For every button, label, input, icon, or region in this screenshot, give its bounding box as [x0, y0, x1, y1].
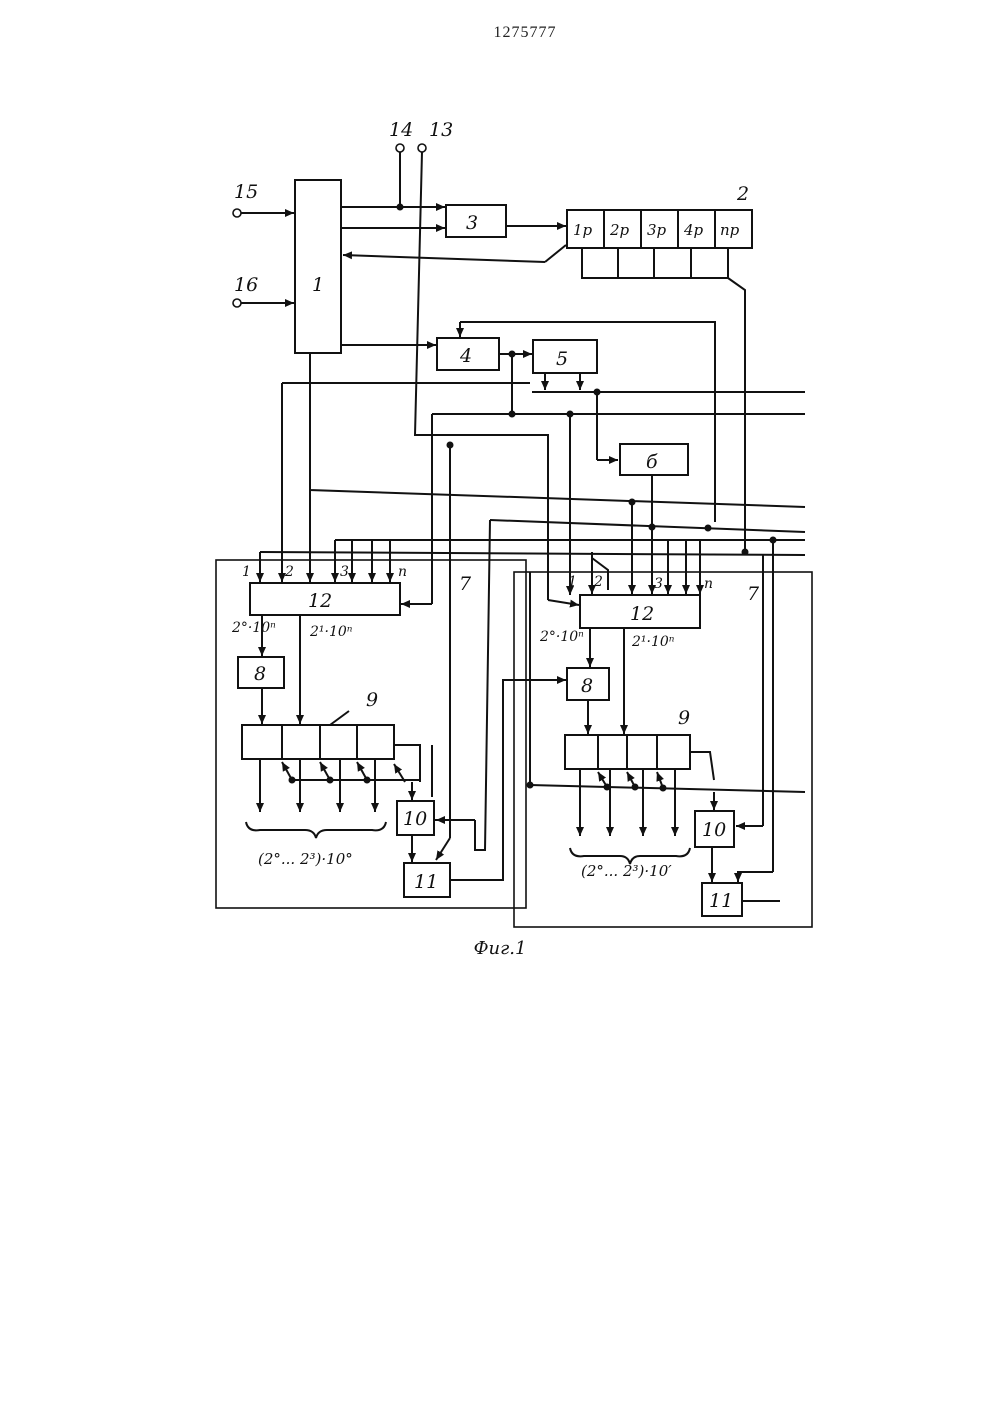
block-9-right-label: 9 — [678, 707, 690, 729]
block-12-right-input-3: 3 — [654, 576, 663, 592]
register-cell-2p: 2р — [609, 221, 630, 239]
terminal-14-label: 14 — [389, 119, 413, 141]
block-12-right-output-1: 2¹·10ⁿ — [631, 634, 675, 650]
block-9-left — [242, 725, 394, 759]
figure-caption: Фиг.1 — [460, 938, 540, 959]
block-11-right-label: 11 — [709, 890, 733, 912]
block-6-label: б — [646, 451, 658, 473]
bus-label-left: (2°... 2³)·10° — [258, 850, 353, 868]
register-cell-4p: 4р — [683, 221, 704, 239]
block-12-right-input-n: п — [704, 576, 713, 592]
terminal-15 — [233, 209, 241, 217]
unit-7-right-label: 7 — [747, 583, 760, 605]
block-12-left-input-3: 3 — [340, 564, 349, 580]
block-12-left-input-2: 2 — [284, 564, 294, 580]
bus-label-right: (2°... 2³)·10′ — [581, 862, 672, 880]
block-4-label: 4 — [459, 345, 472, 367]
terminal-14 — [396, 144, 404, 152]
register-cell-3p: 3р — [647, 221, 667, 239]
block-10-left-label: 10 — [403, 808, 427, 830]
terminal-15-label: 15 — [234, 181, 258, 203]
block-9-left-label: 9 — [366, 689, 378, 711]
block-12-right-output-0: 2°·10ⁿ — [539, 629, 584, 645]
block-1 — [295, 180, 341, 353]
block-3-label: 3 — [466, 212, 478, 234]
block-12-left-label: 12 — [308, 590, 332, 612]
terminal-13-label: 13 — [429, 119, 453, 141]
block-12-left-output-1: 2¹·10ⁿ — [309, 624, 353, 640]
block-12-right-label: 12 — [630, 603, 654, 625]
terminal-16-label: 16 — [234, 274, 258, 296]
block-9-right — [565, 735, 690, 769]
block-12-right-input-1: 1 — [568, 574, 577, 590]
register-cell-1p: 1р — [573, 221, 593, 239]
block-12-left-input-1: 1 — [242, 564, 251, 580]
block-12-left-output-0: 2°·10ⁿ — [231, 620, 276, 636]
block-5-label: 5 — [556, 348, 568, 370]
terminal-16 — [233, 299, 241, 307]
register-cell-np: пр — [720, 221, 740, 239]
terminal-13 — [418, 144, 426, 152]
block-10-right-label: 10 — [702, 819, 726, 841]
block-12-left-input-n: п — [398, 564, 407, 580]
block-8-right-label: 8 — [581, 675, 593, 697]
block-2-label: 2 — [736, 183, 749, 205]
block-1-label: 1 — [312, 274, 324, 296]
block-8-left-label: 8 — [254, 663, 266, 685]
block-11-left-label: 11 — [414, 871, 438, 893]
unit-7-left-label: 7 — [459, 573, 472, 595]
block-12-right-input-2: 2 — [593, 574, 603, 590]
